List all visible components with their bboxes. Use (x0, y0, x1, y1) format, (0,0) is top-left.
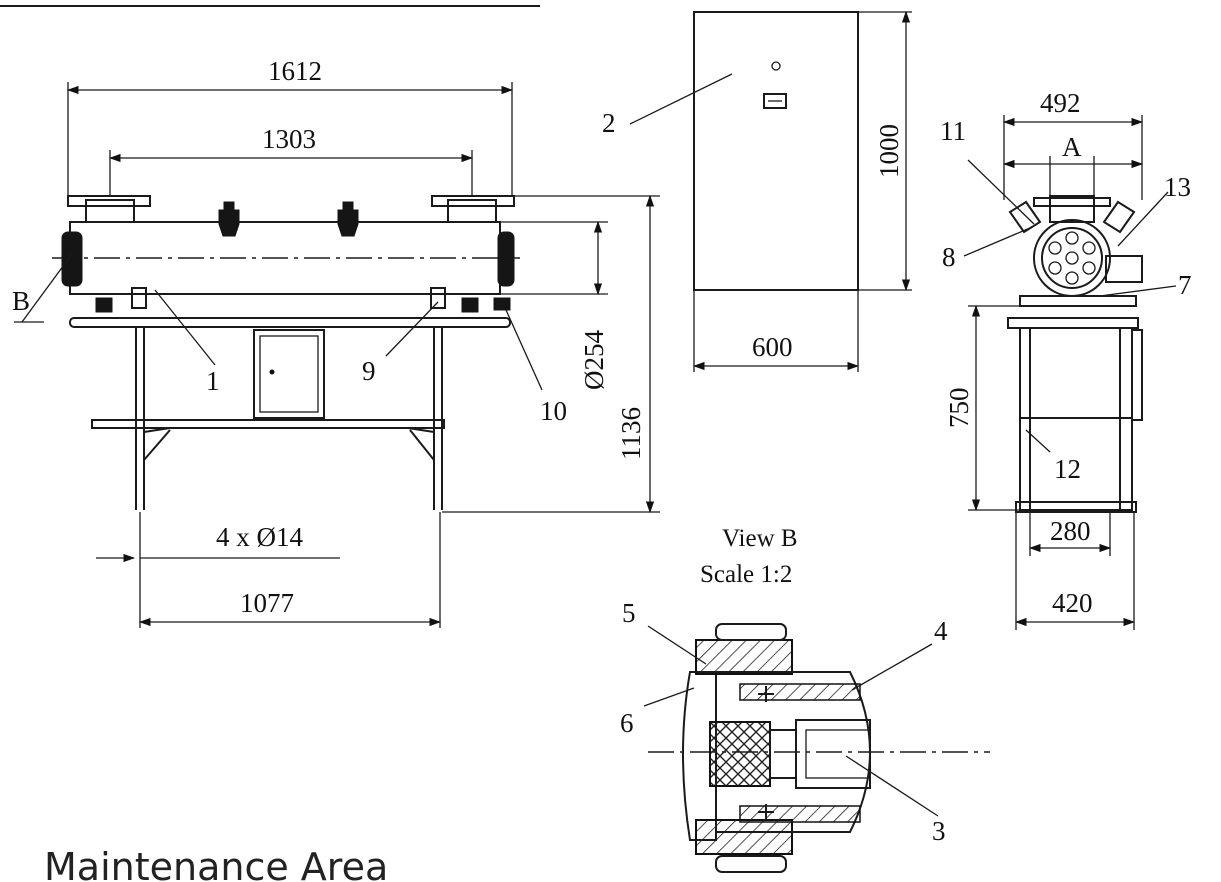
lamp-1 (1065, 251, 1079, 265)
callout-view-b: B (12, 286, 30, 316)
dim-pipe-diameter: Ø254 (579, 330, 609, 390)
callout-12: 12 (1054, 454, 1081, 484)
callout-13: 13 (1164, 172, 1191, 202)
maintenance-area-label: Maintenance Area (44, 845, 388, 882)
callout-11: 11 (940, 116, 966, 146)
detail-view-scale: Scale 1:2 (700, 561, 792, 588)
dim-total-height: 1136 (616, 407, 646, 460)
sensor-left (218, 209, 240, 237)
fitting-9-left (131, 287, 147, 309)
detail-view-title: View B (722, 525, 798, 552)
callout-9: 9 (362, 356, 376, 386)
front-view-dimensions: 1612 1303 Ø254 1136 4 x Ø14 1077 (66, 56, 660, 628)
dim-flange-spacing: 1303 (262, 124, 316, 154)
callout-view-a: A (1062, 132, 1082, 162)
dim-frame-outer: 420 (1052, 588, 1093, 618)
end-cap-outline (682, 671, 717, 841)
sensor-13 (1102, 200, 1136, 234)
callout-10: 10 (540, 396, 567, 426)
outlet-flange (431, 195, 515, 207)
tube-wall-upper (739, 683, 861, 701)
dim-frame-height: 750 (944, 388, 974, 429)
inlet-pipe (85, 199, 135, 223)
detail-view-b: View B Scale 1:2 5 6 4 3 (620, 525, 990, 873)
dim-foot-holes: 4 x Ø14 (216, 522, 303, 552)
nut-upper-hatch (695, 639, 793, 675)
inlet-flange (67, 195, 151, 207)
end-view-dimensions: 492 A 11 8 13 7 12 750 280 420 (940, 88, 1192, 630)
callout-5: 5 (622, 598, 636, 628)
dim-end-width: 492 (1040, 88, 1081, 118)
callout-6: 6 (620, 708, 634, 738)
callout-3: 3 (932, 816, 946, 846)
tube-wall-lower (739, 805, 861, 823)
callout-2: 2 (602, 108, 616, 138)
right-end-cap (497, 231, 515, 287)
callout-4: 4 (934, 616, 948, 646)
lower-shelf (91, 419, 445, 429)
dim-overall-length: 1612 (268, 56, 322, 86)
front-view-callouts: B 1 9 10 (12, 253, 567, 426)
dim-frame-inner: 280 (1050, 516, 1091, 546)
nut-lower-hatch (695, 819, 793, 855)
mounting-plate (69, 317, 511, 328)
end-view (1007, 195, 1143, 513)
dim-cabinet-height: 1000 (874, 124, 904, 178)
control-cabinet: 2 1000 600 (602, 10, 912, 372)
dim-leg-spacing: 1077 (240, 588, 294, 618)
fitting-9-right (430, 287, 446, 309)
dim-cabinet-width: 600 (752, 332, 793, 362)
junction-box (253, 329, 325, 419)
callout-7: 7 (1178, 270, 1192, 300)
front-view (52, 195, 520, 510)
left-end-cap (61, 231, 83, 287)
callout-1: 1 (206, 366, 220, 396)
drain-valve (493, 297, 511, 311)
end-mount-plate (1019, 295, 1137, 307)
cabinet-body (693, 11, 859, 291)
lamp-socket (709, 721, 771, 787)
outlet-pipe (447, 199, 497, 223)
sensor-right (337, 209, 359, 237)
indicator-lamp (771, 61, 781, 71)
display-panel (763, 93, 787, 109)
sensor-8 (1008, 200, 1042, 234)
callout-8: 8 (942, 242, 956, 272)
